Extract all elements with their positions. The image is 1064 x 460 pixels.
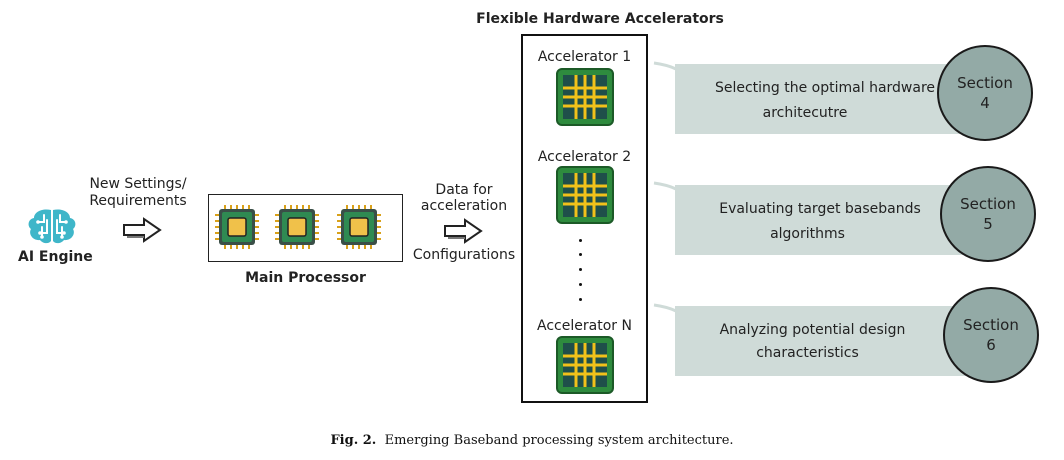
accelerator-2-chip-icon [556, 166, 614, 228]
diagram-title: Flexible Hardware Accelerators [476, 11, 724, 27]
arrow1-icon [122, 217, 162, 247]
arrow2-label-line2: acceleration [420, 198, 508, 214]
main-processor-label: Main Processor [245, 270, 366, 286]
section-6-banner [675, 306, 990, 376]
section-4-circle: Section 4 [937, 45, 1033, 141]
arrow2-icon [443, 218, 483, 248]
accelerator-n-chip-icon [556, 336, 614, 398]
section-4-circle-number: 4 [980, 94, 990, 112]
processor-chips-icon [215, 205, 381, 249]
banner-connectors [653, 61, 677, 313]
figure-caption: Fig. 2. Emerging Baseband processing sys… [0, 433, 1064, 448]
arrow2-label-line1: Data for [435, 182, 493, 198]
section-5-circle-label: Section [960, 195, 1016, 213]
arrow2-label-line3: Configurations [412, 247, 516, 263]
section-6-circle: Section 6 [943, 287, 1039, 383]
section-5-circle: Section 5 [940, 166, 1036, 262]
ellipsis-dot [579, 298, 582, 301]
arrow1-label-line1: New Settings/ [89, 176, 187, 192]
section-4-text-line2: architecutre [762, 105, 848, 121]
ellipsis-dot [579, 283, 582, 286]
section-6-circle-label: Section [963, 316, 1019, 334]
arrow1-label-line2: Requirements [89, 193, 187, 209]
brain-icon [24, 206, 80, 246]
accelerators-box [521, 34, 648, 403]
section-4-circle-label: Section [957, 74, 1013, 92]
accelerator-1-chip-icon [556, 68, 614, 130]
ellipsis-dot [579, 268, 582, 271]
section-4-text-line1: Selecting the optimal hardware [714, 80, 936, 96]
ai-engine-label: AI Engine [18, 249, 93, 265]
accelerator-n-label: Accelerator N [537, 318, 632, 334]
ellipsis-dot [579, 253, 582, 256]
section-6-circle-number: 6 [986, 336, 996, 354]
section-6-text-line2: characteristics [756, 345, 859, 361]
caption-text: Emerging Baseband processing system arch… [384, 433, 734, 448]
section-5-banner [675, 185, 990, 255]
section-6-text-line1: Analyzing potential design [719, 322, 906, 338]
accelerator-1-label: Accelerator 1 [537, 49, 632, 65]
ellipsis-dot [579, 239, 582, 242]
caption-prefix: Fig. 2. [330, 433, 377, 448]
section-5-text-line2: algorithms [770, 226, 845, 242]
section-5-circle-number: 5 [983, 215, 993, 233]
main-processor-box [208, 194, 403, 262]
section-5-text-line1: Evaluating target basebands [719, 201, 921, 217]
accelerator-2-label: Accelerator 2 [537, 149, 632, 165]
